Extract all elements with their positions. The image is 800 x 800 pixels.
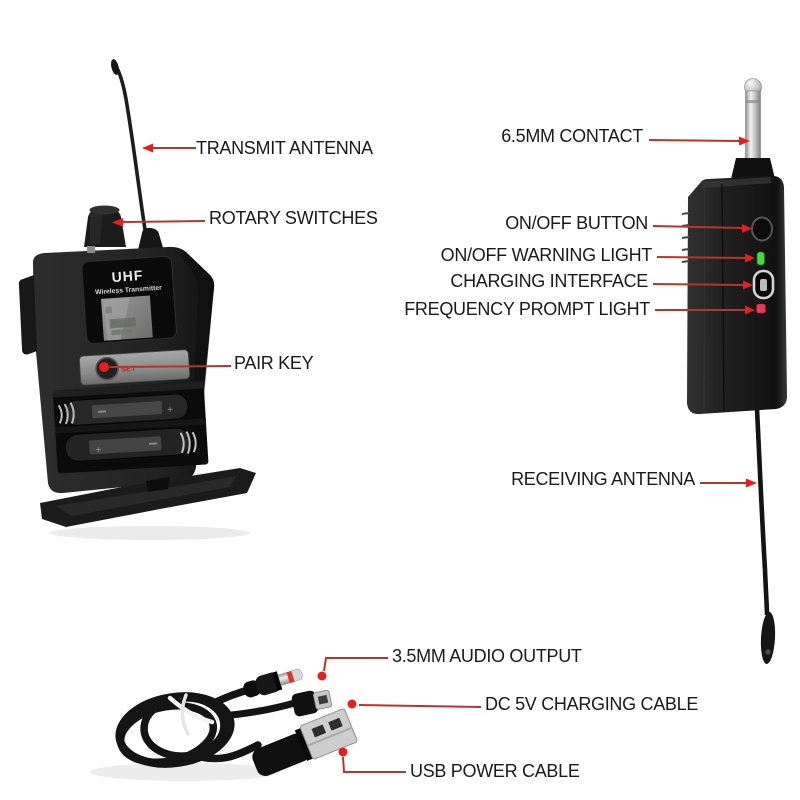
receiving-antenna <box>754 408 776 664</box>
rotary-switch-knob <box>84 205 126 247</box>
callout-line-3-5mm-audio-output <box>317 657 388 681</box>
transmitter-illustration: UHF Wireless Transmitter SET + <box>18 59 256 540</box>
top-screw <box>87 246 95 253</box>
callout-3-5mm-audio-output: 3.5MM AUDIO OUTPUT <box>392 646 582 666</box>
callout-transmit-antenna: TRANSMIT ANTENNA <box>196 138 373 158</box>
callout-line-transmit-antenna <box>142 143 196 153</box>
transmitter-brand-title: UHF <box>111 267 144 285</box>
usb-a-plug <box>252 708 358 777</box>
callout-line-on-off-button <box>652 224 752 233</box>
charging-port <box>752 269 775 300</box>
callout-line-receiving-antenna <box>700 478 757 488</box>
panel-seam <box>721 183 725 412</box>
callout-line-dc-5v-charging-cable <box>347 699 482 709</box>
callout-line-rotary-switches <box>112 218 206 227</box>
battery-compartment: + + <box>52 381 209 474</box>
callout-dc-5v-charging-cable: DC 5V CHARGING CABLE <box>485 694 699 714</box>
battery-top: + <box>57 393 189 426</box>
callout-rotary-switches: ROTARY SWITCHES <box>209 208 378 228</box>
callout-6-5mm-contact: 6.5MM CONTACT <box>501 126 643 146</box>
callout-line-on-off-warning-light <box>656 253 755 263</box>
callout-pair-key: PAIR KEY <box>234 353 314 373</box>
transmitter-body-side-shade <box>180 252 215 436</box>
battery-bottom: + <box>64 427 197 462</box>
transmit-antenna <box>111 59 150 250</box>
on-off-button <box>751 216 773 242</box>
set-button-label: SET <box>121 364 137 374</box>
callout-receiving-antenna: RECEIVING ANTENNA <box>511 469 695 489</box>
callout-line-usb-power-cable <box>338 747 406 773</box>
callout-lines <box>99 136 757 773</box>
audio-plug-3-5mm <box>243 668 303 698</box>
brand-panel: UHF Wireless Transmitter <box>81 255 177 344</box>
cables-illustration <box>90 668 358 781</box>
svg-text:+: + <box>167 404 174 415</box>
cable-shadow <box>90 763 280 781</box>
callout-line-charging-interface <box>652 280 753 290</box>
callout-usb-power-cable: USB POWER CABLE <box>410 761 580 781</box>
grip-grooves <box>681 212 690 263</box>
mini-usb-plug <box>291 689 333 717</box>
transmitter-brand-subtitle: Wireless Transmitter <box>95 285 162 297</box>
on-off-warning-light <box>756 251 765 266</box>
callout-line-frequency-prompt-light <box>655 305 755 315</box>
receiver-top-face <box>701 177 772 188</box>
callout-frequency-prompt-light: FREQUENCY PROMPT LIGHT <box>404 299 650 319</box>
antenna-base-knob <box>138 227 164 251</box>
frequency-prompt-light <box>756 303 766 314</box>
callout-charging-interface: CHARGING INTERFACE <box>450 271 648 291</box>
receiver-illustration <box>681 78 788 664</box>
svg-text:+: + <box>95 445 102 456</box>
lcd-display <box>100 295 153 341</box>
cable-tie <box>167 693 215 736</box>
panel-seam-2 <box>703 182 706 414</box>
callout-on-off-button: ON/OFF BUTTON <box>505 213 648 233</box>
callout-on-off-warning-light: ON/OFF WARNING LIGHT <box>440 245 653 265</box>
callout-line-6-5mm-contact <box>648 136 750 146</box>
belt-clip <box>18 275 37 355</box>
quarter-inch-jack <box>731 78 775 179</box>
battery-door <box>40 468 256 540</box>
callout-line-pair-key <box>99 362 232 372</box>
